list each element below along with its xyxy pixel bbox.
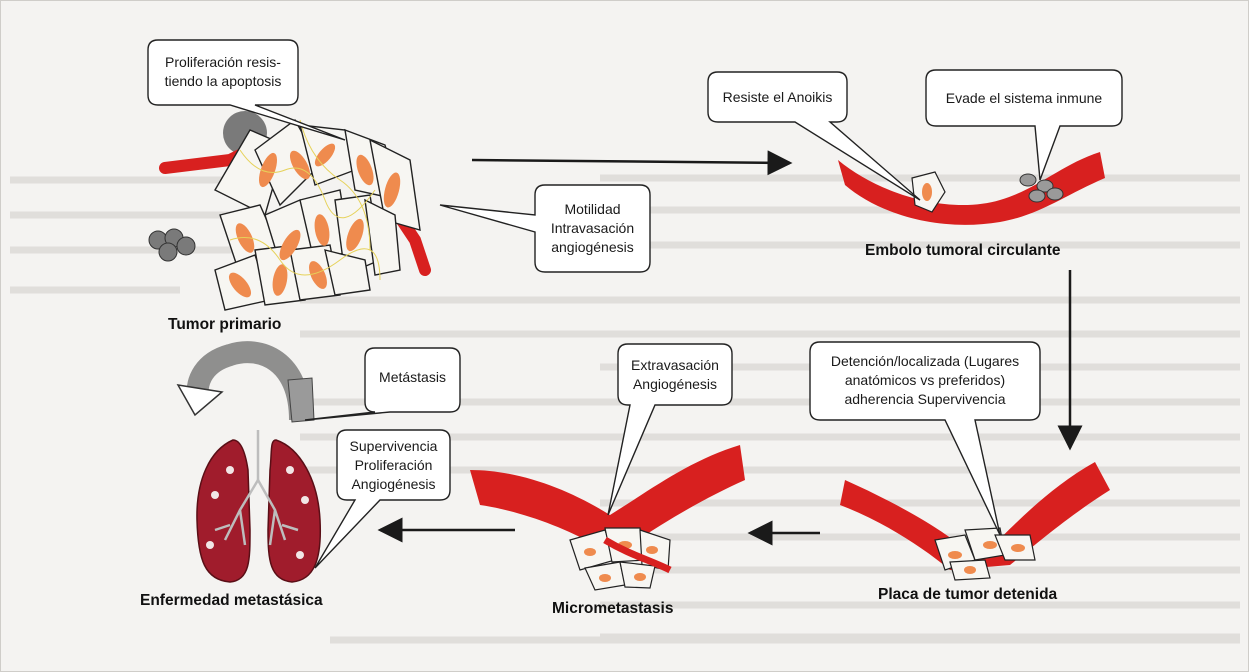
label-metastatic-disease: Enfermedad metastásica	[140, 592, 323, 610]
lungs-illustration	[197, 430, 320, 582]
label-circulating-embolus: Embolo tumoral circulante	[865, 242, 1061, 260]
label-primary-tumor: Tumor primario	[168, 316, 281, 334]
label-arrested-plaque: Placa de tumor detenida	[878, 586, 1057, 604]
metastasis-curved-arrow	[178, 352, 314, 422]
label-micrometastasis: Micrometastasis	[552, 600, 673, 618]
primary-tumor-illustration	[149, 111, 425, 310]
